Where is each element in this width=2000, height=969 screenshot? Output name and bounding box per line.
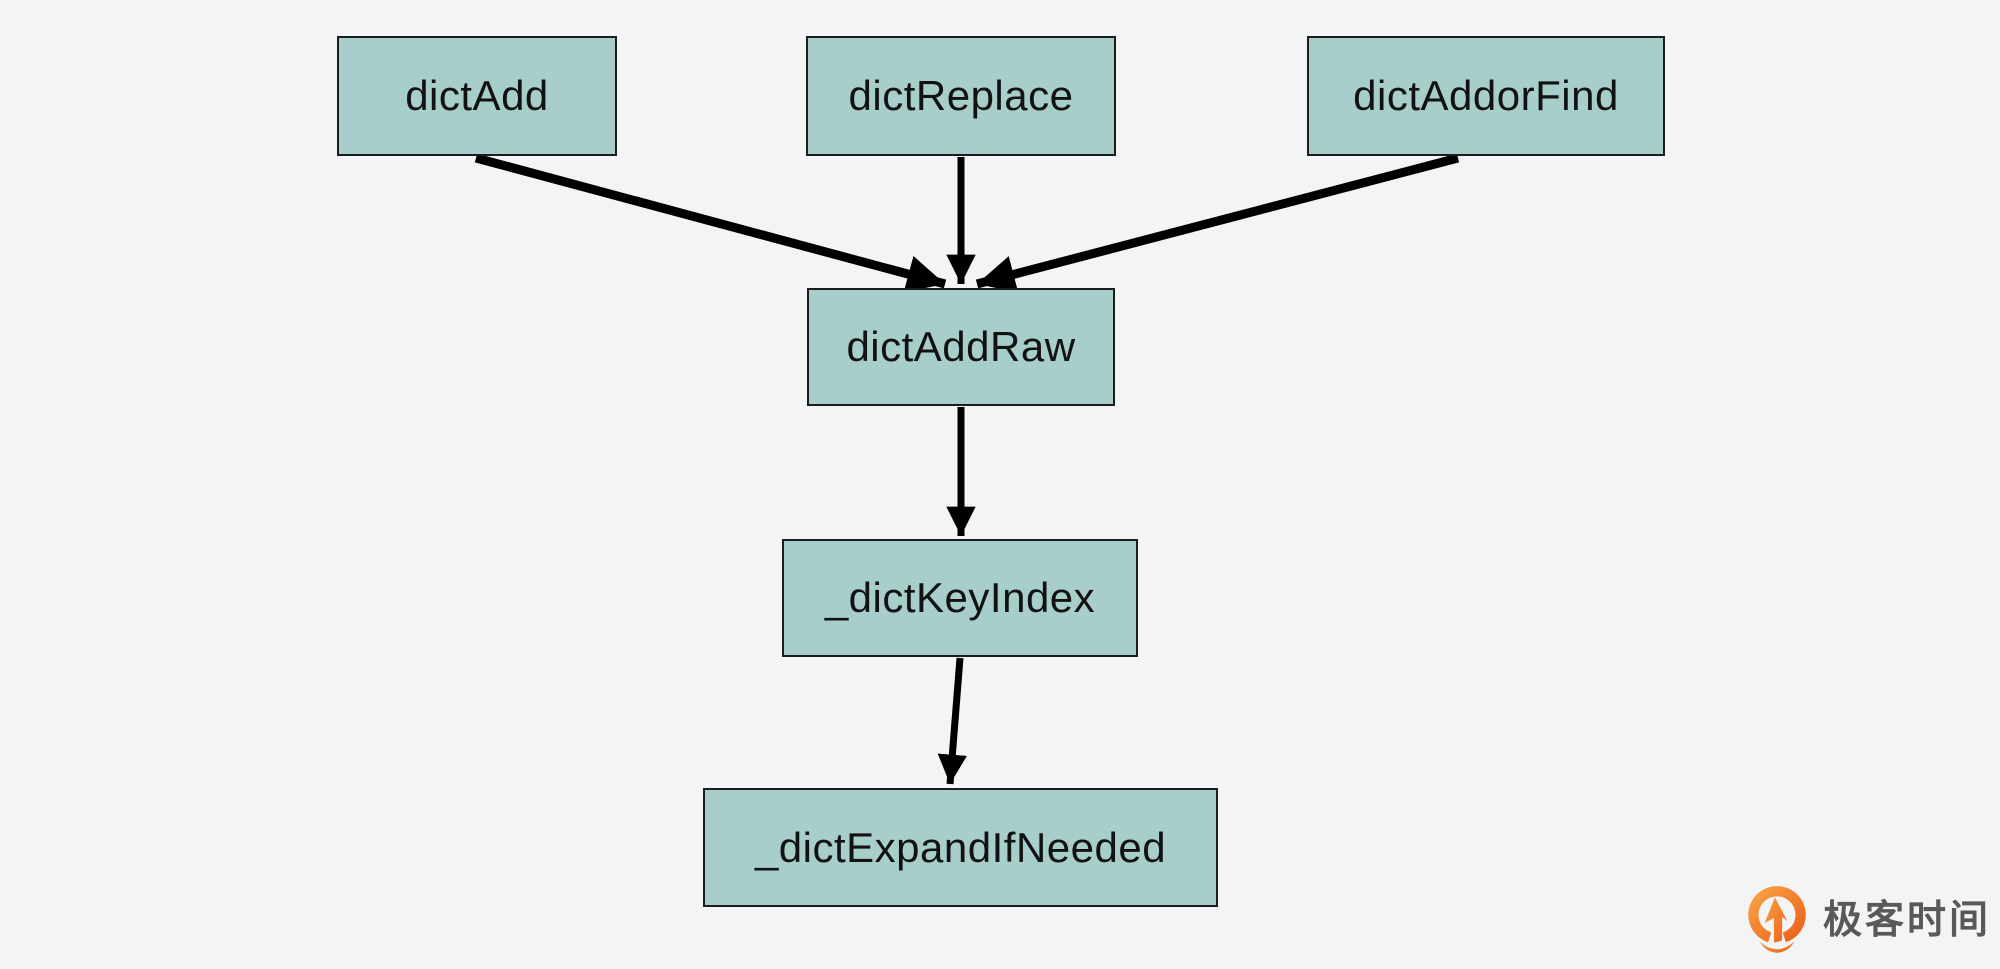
geektime-logo-icon [1748, 886, 1806, 953]
edge-dictaddorfind-to-dictaddraw [975, 153, 1460, 293]
node-dictaddorfind: dictAddorFind [1307, 36, 1665, 156]
node-dictkeyindex: _dictKeyIndex [782, 539, 1138, 657]
node-dictexpandifneeded-label: _dictExpandIfNeeded [754, 823, 1167, 871]
node-dictaddraw: dictAddRaw [807, 288, 1115, 406]
node-dictreplace: dictReplace [806, 36, 1116, 156]
node-dictaddorfind-label: dictAddorFind [1353, 72, 1619, 119]
node-dictkeyindex-label: _dictKeyIndex [824, 574, 1096, 621]
geektime-logo-text: 极客时间 [1823, 899, 1992, 942]
node-dictadd: dictAdd [337, 36, 617, 156]
node-dictreplace-label: dictReplace [848, 72, 1074, 119]
node-dictadd-label: dictAdd [405, 72, 549, 119]
edge-dictadd-to-dictaddraw [474, 153, 947, 293]
node-dictexpandifneeded: _dictExpandIfNeeded [703, 788, 1218, 907]
geektime-logo: 极客时间 [1743, 884, 1991, 958]
node-dictaddraw-label: dictAddRaw [846, 323, 1076, 370]
edge-dictkeyindex-to-dictexpandifneeded [937, 657, 967, 785]
